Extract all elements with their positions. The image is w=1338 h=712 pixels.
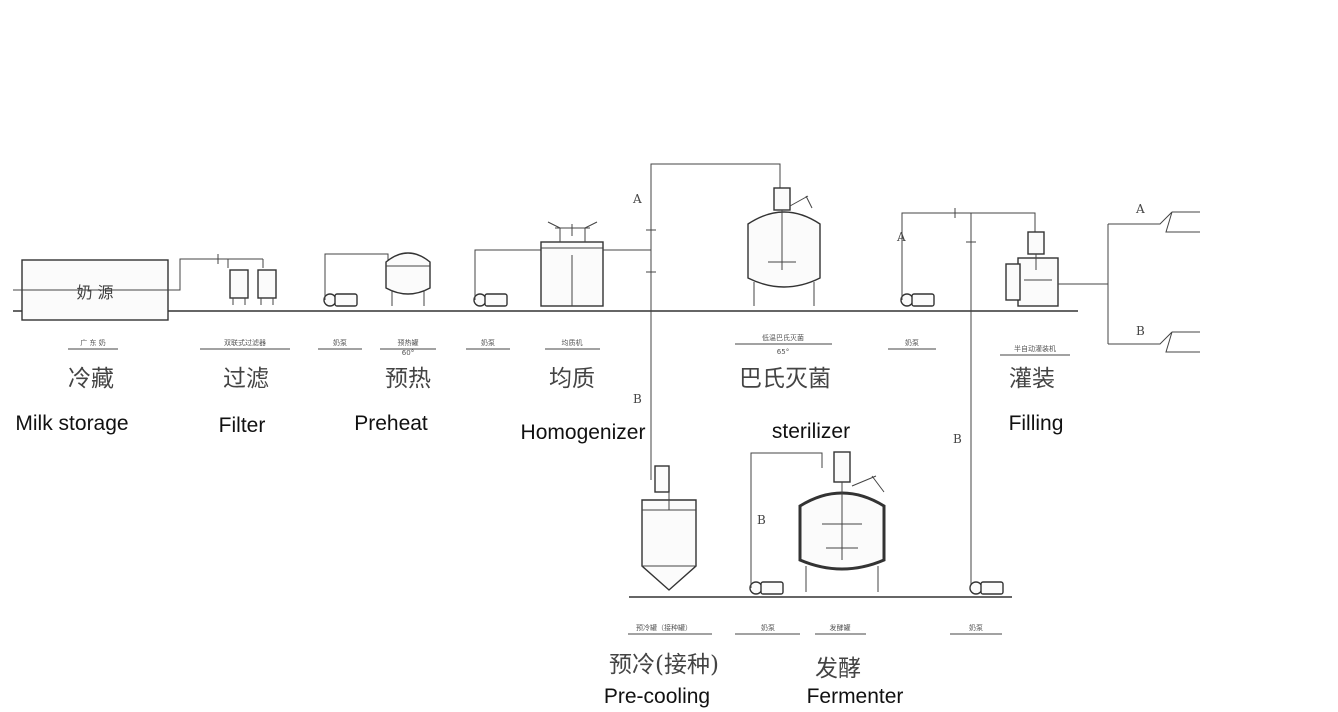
cn-label-fermenter: 发酵: [815, 656, 861, 682]
sub-label-sterilizer: 低温巴氏灭菌: [762, 333, 804, 342]
sub-label-preheat: 预热罐: [398, 338, 419, 347]
sub-label-pump-5: 奶泵: [969, 623, 983, 632]
sub-label-pump-2: 奶泵: [481, 338, 495, 347]
fermenter-tank: [798, 451, 886, 592]
line-label-a1: A: [632, 192, 642, 206]
temp-sterilizer: 65°: [777, 348, 789, 356]
cn-label-homogenizer: 均质: [549, 366, 595, 392]
pump-2: [473, 293, 508, 307]
pipe-pump1-preheat: [324, 253, 389, 300]
line-label-b4: B: [757, 513, 766, 527]
pipe-pump2-homogenizer: [474, 249, 545, 300]
sub-label-filling: 半自动灌装机: [1014, 344, 1056, 353]
pipe-pump3-filler: [901, 212, 1036, 300]
en-label-fermenter: Fermenter: [807, 685, 904, 708]
sub-label-precooling: 预冷罐（接种罐）: [636, 623, 692, 632]
pump-4: [749, 581, 784, 595]
sub-label-homogenizer: 均质机: [562, 338, 583, 347]
homogenizer: [540, 221, 604, 307]
en-label-filling: Filling: [1009, 412, 1064, 435]
pump-1: [323, 293, 358, 307]
pipe-storage-filter: [168, 258, 229, 291]
en-label-homogenizer: Homogenizer: [521, 421, 646, 444]
pipe-pump4-fermenter: [750, 452, 823, 588]
cn-label-milk-storage: 冷藏: [68, 366, 114, 392]
en-label-filter: Filter: [219, 414, 266, 437]
pump-5: [969, 581, 1004, 595]
line-label-a3: A: [1135, 202, 1145, 216]
line-label-b2: B: [953, 432, 962, 446]
line-label-b1: B: [633, 392, 642, 406]
preheat-tank: [385, 252, 431, 306]
line-label-a2: A: [896, 230, 906, 244]
sterilizer-tank: [747, 187, 821, 306]
sub-label-storage: 广 东 奶: [80, 338, 105, 347]
en-label-preheat: Preheat: [354, 412, 428, 435]
milk-tank-label: 奶 源: [76, 283, 113, 302]
cn-label-precooling: 预冷(接种): [609, 652, 719, 678]
line-label-b3: B: [1136, 324, 1145, 338]
milk-storage-tank: 奶 源: [13, 259, 169, 321]
cn-label-sterilizer: 巴氏灭菌: [739, 366, 831, 392]
sub-label-fermenter: 发酵罐: [830, 623, 851, 632]
pump-3: [900, 293, 935, 307]
cn-label-filter: 过滤: [223, 366, 269, 392]
sub-label-pump-1: 奶泵: [333, 338, 347, 347]
sub-label-filter: 双联式过滤器: [224, 338, 266, 347]
sub-label-underlines: [68, 343, 1070, 635]
sub-label-pump-3: 奶泵: [905, 338, 919, 347]
duplex-filter: [229, 269, 277, 305]
precooling-tank: [641, 465, 697, 591]
temp-preheat: 60°: [402, 349, 414, 357]
en-label-precooling: Pre-cooling: [604, 685, 710, 708]
sub-label-pump-4: 奶泵: [761, 623, 775, 632]
filling-machine: [1005, 231, 1059, 307]
output-a: [1108, 211, 1200, 233]
en-label-sterilizer: sterilizer: [772, 420, 850, 443]
pipe-riser-to-sterilizer: [650, 163, 781, 480]
en-label-milk-storage: Milk storage: [15, 412, 128, 435]
output-b: [1108, 331, 1200, 353]
cn-label-preheat: 预热: [385, 366, 431, 392]
cn-label-filling: 灌装: [1009, 366, 1055, 392]
